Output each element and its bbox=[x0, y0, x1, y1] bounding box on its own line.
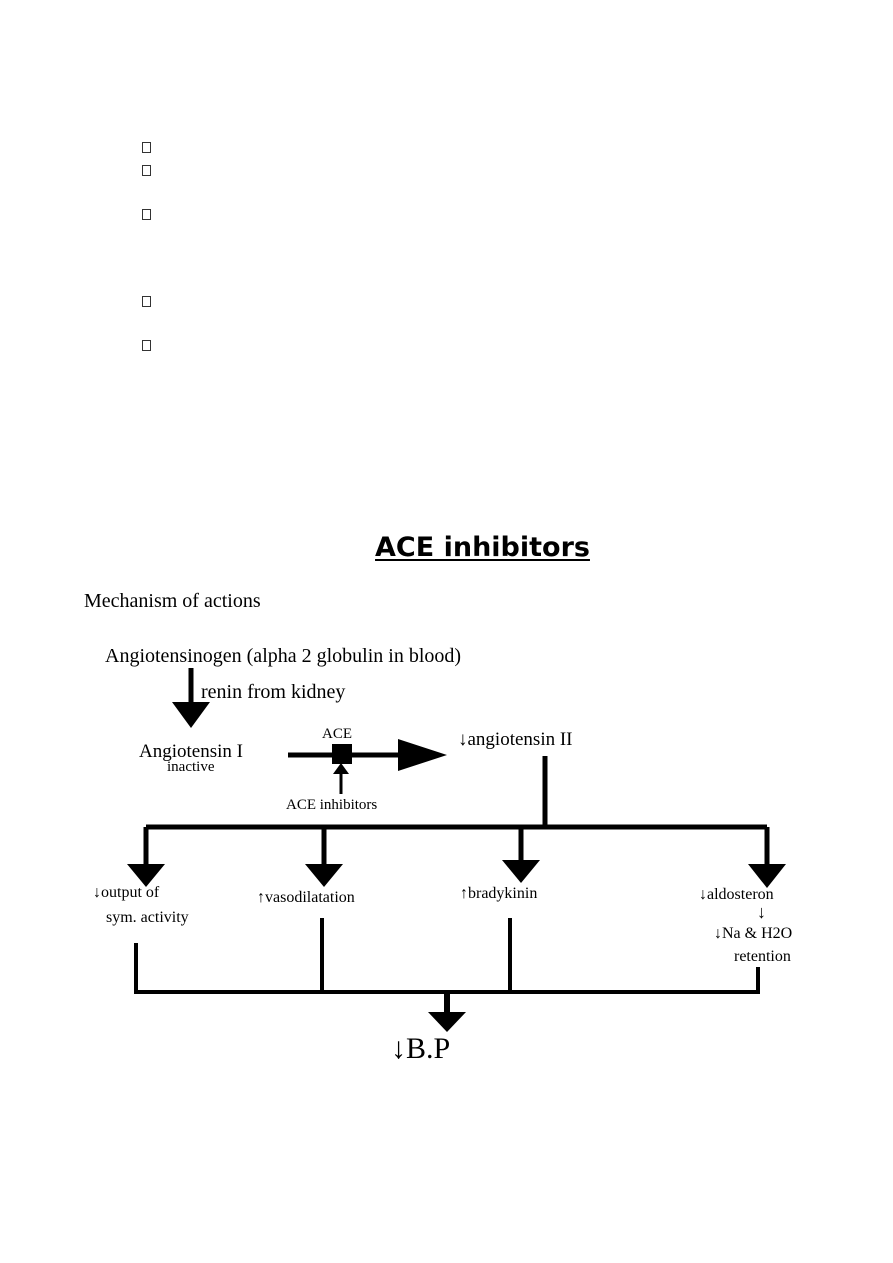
subtitle: Mechanism of actions bbox=[84, 590, 261, 612]
bullet-box-1 bbox=[142, 142, 151, 153]
ace-arrow-head bbox=[398, 739, 447, 771]
label-result: ↓B.P bbox=[391, 1032, 451, 1065]
label-effect-1-line1: ↓output of bbox=[93, 884, 160, 901]
result-arrow-head bbox=[428, 1012, 466, 1032]
branch-arrow-2-head bbox=[305, 864, 343, 887]
bullet-box-4 bbox=[142, 296, 151, 307]
bullet-box-2 bbox=[142, 165, 151, 176]
inhibitor-arrow-head bbox=[333, 763, 349, 774]
label-effect-2: ↑vasodilatation bbox=[257, 889, 355, 906]
label-effect-4: ↓aldosteron bbox=[699, 886, 774, 903]
branch-arrow-3-head bbox=[502, 860, 540, 883]
page-title: ACE inhibitors bbox=[375, 532, 590, 563]
label-effect-4-line2: ↓Na & H2O bbox=[714, 925, 793, 942]
branch-arrow-4-head bbox=[748, 864, 786, 888]
renin-arrow-head bbox=[172, 702, 210, 728]
label-angiotensin-ii: ↓angiotensin II bbox=[458, 729, 573, 750]
label-effect-3: ↑bradykinin bbox=[460, 885, 538, 902]
label-effect-1-line2: sym. activity bbox=[106, 909, 189, 926]
bullet-box-3 bbox=[142, 209, 151, 220]
label-ace-inhibitors: ACE inhibitors bbox=[286, 797, 378, 813]
label-effect-4-line3: retention bbox=[734, 948, 791, 965]
label-inactive: inactive bbox=[167, 759, 215, 775]
bullet-box-5 bbox=[142, 340, 151, 351]
branch-arrow-1-head bbox=[127, 864, 165, 887]
ace-block bbox=[332, 744, 352, 764]
label-angiotensin-i: Angiotensin I bbox=[139, 741, 243, 762]
label-angiotensinogen: Angiotensinogen (alpha 2 globulin in blo… bbox=[105, 645, 462, 667]
label-renin: renin from kidney bbox=[201, 681, 346, 703]
label-ace: ACE bbox=[322, 726, 352, 742]
label-effect-4-arrow: ↓ bbox=[757, 902, 766, 922]
